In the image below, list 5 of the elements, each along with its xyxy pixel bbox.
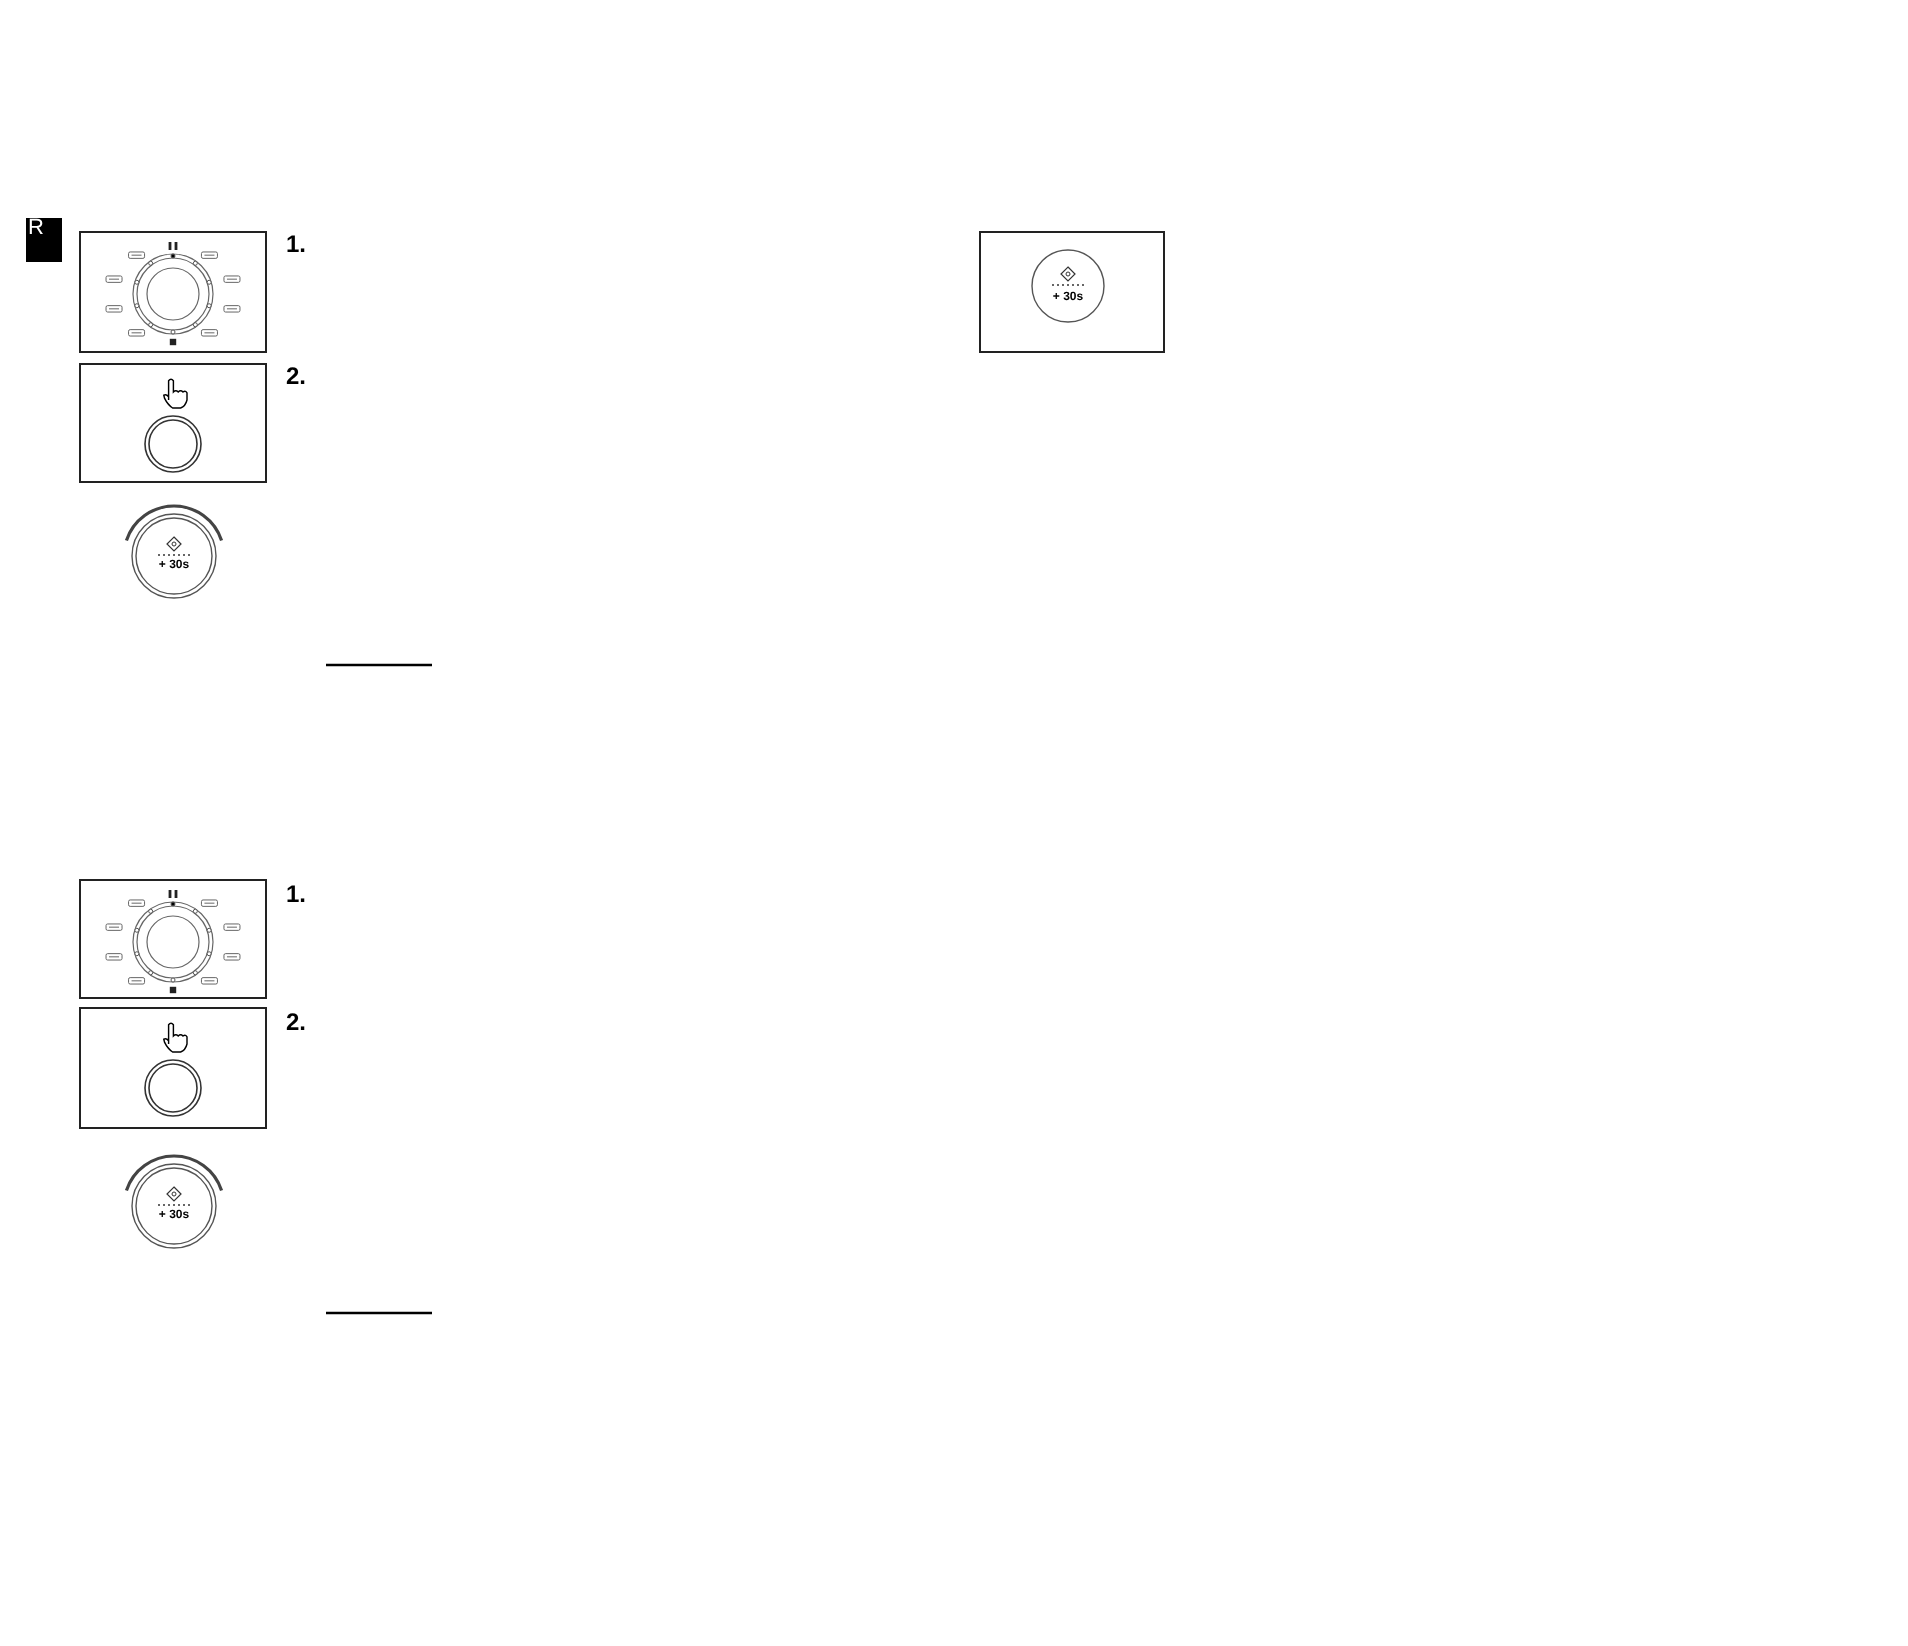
step-number: 1. bbox=[286, 232, 307, 256]
step-number: 2. bbox=[286, 364, 307, 388]
step-number: 2. bbox=[286, 1010, 307, 1034]
section-tab: R bbox=[26, 218, 62, 262]
step-number: 1. bbox=[286, 882, 307, 906]
